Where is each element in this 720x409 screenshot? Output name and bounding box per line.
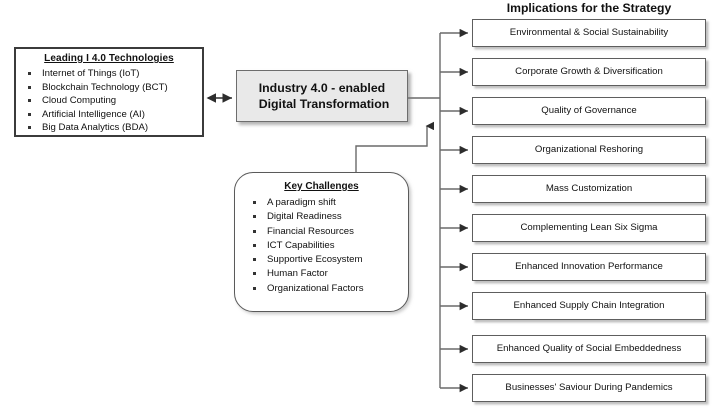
key-challenges-box: Key Challenges A paradigm shift Digital … bbox=[234, 172, 409, 312]
implications-heading: Implications for the Strategy bbox=[506, 1, 672, 15]
implication-box-5: Mass Customization bbox=[472, 175, 706, 203]
implication-box-8: Enhanced Supply Chain Integration bbox=[472, 292, 706, 320]
connector-center-to-trunk bbox=[408, 33, 441, 388]
implication-label: Complementing Lean Six Sigma bbox=[520, 222, 658, 233]
implication-box-3: Quality of Governance bbox=[472, 97, 706, 125]
implication-box-1: Environmental & Social Sustainability bbox=[472, 19, 706, 47]
list-item: Artificial Intelligence (AI) bbox=[22, 108, 202, 122]
implication-label: Enhanced Supply Chain Integration bbox=[513, 300, 665, 311]
list-item: Blockchain Technology (BCT) bbox=[22, 81, 202, 95]
implication-box-10: Businesses' Saviour During Pandemics bbox=[472, 374, 706, 402]
implication-label: Businesses' Saviour During Pandemics bbox=[505, 382, 673, 393]
implication-label: Mass Customization bbox=[545, 183, 633, 194]
list-item: Big Data Analytics (BDA) bbox=[22, 121, 202, 135]
key-challenges-list: A paradigm shift Digital Readiness Finan… bbox=[235, 196, 408, 296]
implication-label: Organizational Reshoring bbox=[534, 144, 644, 155]
list-item: Supportive Ecosystem bbox=[245, 253, 408, 267]
connector-branches bbox=[440, 28, 468, 393]
list-item: Cloud Computing bbox=[22, 94, 202, 108]
list-item: Digital Readiness bbox=[245, 210, 408, 224]
list-item: Human Factor bbox=[245, 267, 408, 281]
implication-label: Environmental & Social Sustainability bbox=[509, 27, 669, 38]
implication-box-2: Corporate Growth & Diversification bbox=[472, 58, 706, 86]
implication-label: Enhanced Quality of Social Embeddedness bbox=[496, 343, 682, 354]
implication-label: Enhanced Innovation Performance bbox=[515, 261, 663, 272]
industry-40-center-box: Industry 4.0 - enabled Digital Transform… bbox=[236, 70, 408, 122]
implication-box-7: Enhanced Innovation Performance bbox=[472, 253, 706, 281]
implication-box-4: Organizational Reshoring bbox=[472, 136, 706, 164]
implication-box-6: Complementing Lean Six Sigma bbox=[472, 214, 706, 242]
list-item: A paradigm shift bbox=[245, 196, 408, 210]
list-item: Financial Resources bbox=[245, 225, 408, 239]
implication-label: Quality of Governance bbox=[541, 105, 637, 116]
list-item: Organizational Factors bbox=[245, 282, 408, 296]
connector-challenges-to-center bbox=[355, 121, 434, 172]
implication-label: Corporate Growth & Diversification bbox=[515, 66, 663, 77]
leading-technologies-box: Leading I 4.0 Technologies Internet of T… bbox=[14, 47, 204, 137]
list-item: ICT Capabilities bbox=[245, 239, 408, 253]
center-line-1: Industry 4.0 - enabled bbox=[258, 81, 386, 95]
key-challenges-heading: Key Challenges bbox=[284, 181, 359, 192]
leading-technologies-heading: Leading I 4.0 Technologies bbox=[44, 53, 174, 64]
center-box-text: Industry 4.0 - enabled Digital Transform… bbox=[255, 80, 390, 112]
implication-box-9: Enhanced Quality of Social Embeddedness bbox=[472, 335, 706, 363]
center-line-2: Digital Transformation bbox=[258, 97, 390, 111]
list-item: Internet of Things (IoT) bbox=[22, 67, 202, 81]
leading-technologies-list: Internet of Things (IoT) Blockchain Tech… bbox=[16, 67, 202, 135]
